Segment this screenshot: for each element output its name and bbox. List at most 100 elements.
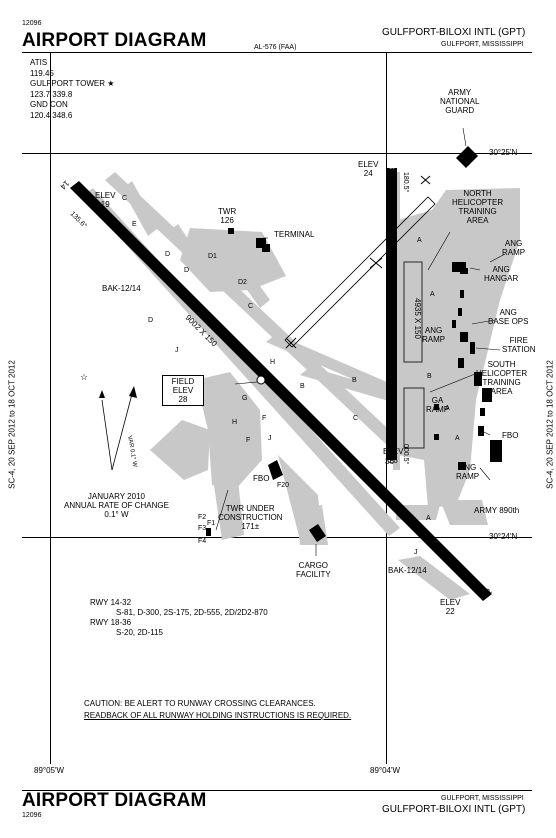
rwy1-strength-values: S-81, D-300, 2S-175, 2D-555, 2D/2D2-870	[116, 608, 268, 617]
cargo-building	[309, 524, 326, 542]
svg-text:D: D	[184, 267, 189, 274]
star-marker-icon: ☆	[80, 372, 88, 382]
fbo-west-apron	[196, 372, 262, 490]
rwy18-36-dimensions: 4935 X 150	[413, 298, 422, 339]
rwy2-strength-values: S-20, 2D-115	[116, 628, 163, 637]
atis-frequency: 119.45	[30, 68, 54, 78]
bottom-frame-line	[22, 790, 532, 791]
svg-text:J: J	[326, 437, 330, 444]
buildings	[206, 146, 502, 542]
latitude-line-south	[22, 537, 532, 538]
magnetic-north-arrow	[101, 399, 113, 471]
location-footer: GULFPORT, MISSISSIPPI	[441, 795, 524, 802]
svg-text:F3: F3	[198, 525, 206, 532]
taxiway-labels: C E D D D1 D2 C D J H B B G H F F J J C …	[122, 195, 460, 556]
north-helo-training-area	[403, 261, 423, 363]
faa-reference: AL-576 (FAA)	[254, 44, 297, 51]
svg-text:F1: F1	[207, 520, 215, 527]
svg-text:F2: F2	[198, 514, 206, 521]
svg-text:B: B	[300, 383, 305, 390]
field-elevation-marker	[256, 375, 266, 385]
svg-text:F4: F4	[198, 538, 206, 545]
bak-se-label: BAK-12/14	[388, 566, 427, 575]
svg-text:B: B	[427, 373, 432, 380]
fbo-east-label: FBO	[502, 431, 519, 440]
svg-text:D: D	[148, 317, 153, 324]
rwy2-strength-label: RWY 18-36	[90, 618, 132, 627]
rwy36-heading: 000.5°	[402, 444, 410, 465]
location-header: GULFPORT, MISSISSIPPI	[441, 41, 524, 48]
atis-label: ATIS	[30, 58, 48, 67]
tower-frequency: 123.7 339.8	[30, 89, 73, 99]
svg-text:F20: F20	[277, 482, 289, 489]
svg-text:B: B	[352, 377, 357, 384]
ground-label: GND CON	[30, 100, 68, 109]
runway-18-36	[386, 168, 397, 460]
chart-number-top: 12096	[22, 20, 42, 27]
rwy1-strength-label: RWY 14-32	[90, 598, 132, 607]
airport-name-header: GULFPORT-BILOXI INTL (GPT)	[382, 27, 526, 38]
rwy14-heading: 135.6°	[69, 210, 89, 230]
svg-text:C: C	[122, 195, 127, 202]
svg-text:D1: D1	[208, 253, 217, 260]
svg-text:J: J	[414, 549, 418, 556]
lon-west-label: 89°05'W	[34, 766, 65, 775]
svg-text:A: A	[417, 237, 422, 244]
svg-text:A: A	[445, 405, 450, 412]
svg-text:F: F	[262, 415, 266, 422]
lat-north-label: 30°25'N	[489, 148, 518, 157]
svg-text:E: E	[132, 221, 137, 228]
svg-text:C: C	[353, 415, 358, 422]
south-helo-training-area	[403, 387, 425, 449]
army-890th-label: ARMY 890th	[474, 506, 520, 515]
svg-text:J: J	[268, 435, 272, 442]
rwy18-number: 18	[387, 160, 396, 169]
svg-text:H: H	[270, 359, 275, 366]
magnetic-variation-text: VAR 0.1° W	[126, 435, 137, 468]
footer-title: AIRPORT DIAGRAM	[22, 790, 207, 811]
lon-east-label: 89°04'W	[370, 766, 401, 775]
longitude-line-west	[50, 52, 51, 764]
latitude-line-north	[22, 153, 532, 154]
rwy36-number: 36	[385, 457, 394, 466]
fbo-west-building	[268, 460, 283, 480]
rwy18-heading: 180.5°	[402, 172, 410, 193]
frequency-block: ATIS 119.45 GULFPORT TOWER ★ 123.7 339.8…	[30, 58, 114, 121]
caution-line-2: READBACK OF ALL RUNWAY HOLDING INSTRUCTI…	[84, 711, 352, 720]
svg-text:A: A	[426, 515, 431, 522]
top-frame-line	[22, 52, 532, 53]
star-icon: ★	[107, 79, 115, 88]
lat-south-label: 30°24'N	[489, 532, 518, 541]
page-title: AIRPORT DIAGRAM	[22, 30, 207, 51]
airport-name-footer: GULFPORT-BILOXI INTL (GPT)	[382, 804, 526, 815]
svg-text:A: A	[455, 435, 460, 442]
svg-text:J: J	[175, 347, 179, 354]
svg-text:C: C	[248, 303, 253, 310]
tower-label: GULFPORT TOWER ★	[30, 79, 115, 88]
svg-text:H: H	[232, 419, 237, 426]
caution-line-1: CAUTION: BE ALERT TO RUNWAY CROSSING CLE…	[84, 699, 316, 708]
svg-text:D: D	[165, 251, 170, 258]
ground-frequency: 120.4 348.6	[30, 110, 73, 120]
army-guard-building	[456, 146, 478, 168]
terminal-label: TERMINAL	[274, 230, 315, 239]
east-ramp-complex	[398, 188, 520, 508]
